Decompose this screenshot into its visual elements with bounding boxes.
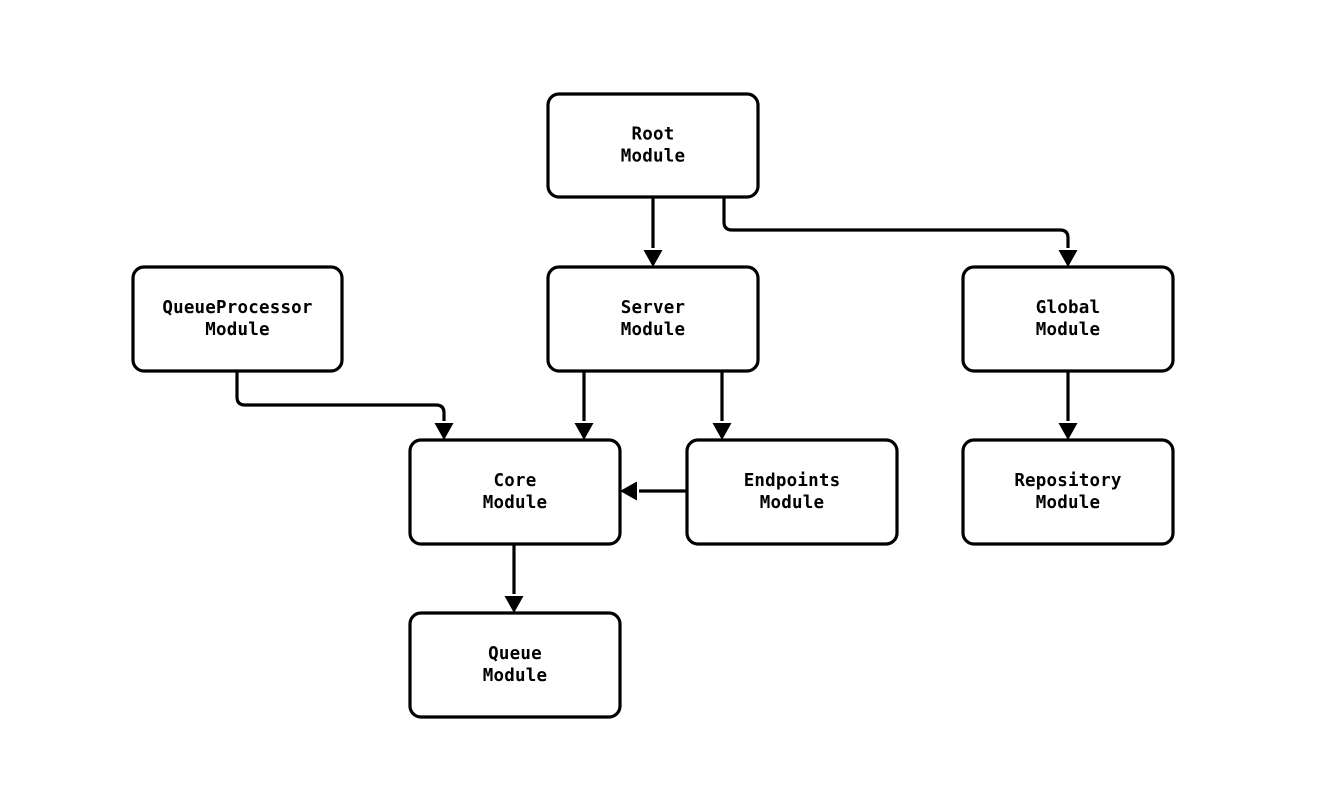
edge-global-to-repository <box>1058 371 1078 440</box>
node-label-line1: Endpoints <box>744 471 841 491</box>
edge-endpoints-to-core <box>620 481 687 501</box>
arrowhead-icon <box>712 423 732 440</box>
arrowhead-icon <box>1058 423 1078 440</box>
node-box[interactable] <box>131 265 344 373</box>
edge-line <box>722 197 1070 248</box>
node-box[interactable] <box>685 438 899 546</box>
arrowhead-icon <box>434 423 454 440</box>
node-label-line2: Module <box>760 493 824 513</box>
node-box[interactable] <box>961 438 1175 546</box>
arrowhead-icon <box>504 596 524 613</box>
edges-layer <box>235 197 1078 613</box>
node-box[interactable] <box>546 265 760 373</box>
node-label-line2: Module <box>621 147 685 167</box>
edge-server-to-core <box>574 371 594 440</box>
node-label-line1: QueueProcessor <box>162 298 312 318</box>
edge-root-to-server <box>643 197 663 267</box>
arrowhead-icon <box>643 250 663 267</box>
edge-core-to-queue <box>504 544 524 613</box>
node-label-line1: Global <box>1036 298 1100 318</box>
node-label-line1: Root <box>632 125 675 145</box>
edge-server-to-endpoints <box>712 371 732 440</box>
node-label-line2: Module <box>621 320 685 340</box>
arrowhead-icon <box>620 481 637 501</box>
node-label-line1: Queue <box>488 644 542 664</box>
node-label-line2: Module <box>1036 320 1100 340</box>
arrowhead-icon <box>1058 250 1078 267</box>
node-label-line2: Module <box>483 493 547 513</box>
edge-queueprocessor-to-core <box>235 371 454 440</box>
edge-line <box>235 371 446 421</box>
node-label-line2: Module <box>483 666 547 686</box>
node-label-line1: Server <box>621 298 685 318</box>
node-box[interactable] <box>408 438 622 546</box>
node-label-line2: Module <box>205 320 269 340</box>
node-box[interactable] <box>408 611 622 719</box>
node-box[interactable] <box>546 92 760 199</box>
nodes-layer: RootModuleQueueProcessorModuleServerModu… <box>131 92 1175 719</box>
arrowhead-icon <box>574 423 594 440</box>
node-label-line1: Repository <box>1014 471 1122 491</box>
node-label-line1: Core <box>494 471 537 491</box>
node-box[interactable] <box>961 265 1175 373</box>
node-label-line2: Module <box>1036 493 1100 513</box>
edge-root-to-global <box>722 197 1078 267</box>
